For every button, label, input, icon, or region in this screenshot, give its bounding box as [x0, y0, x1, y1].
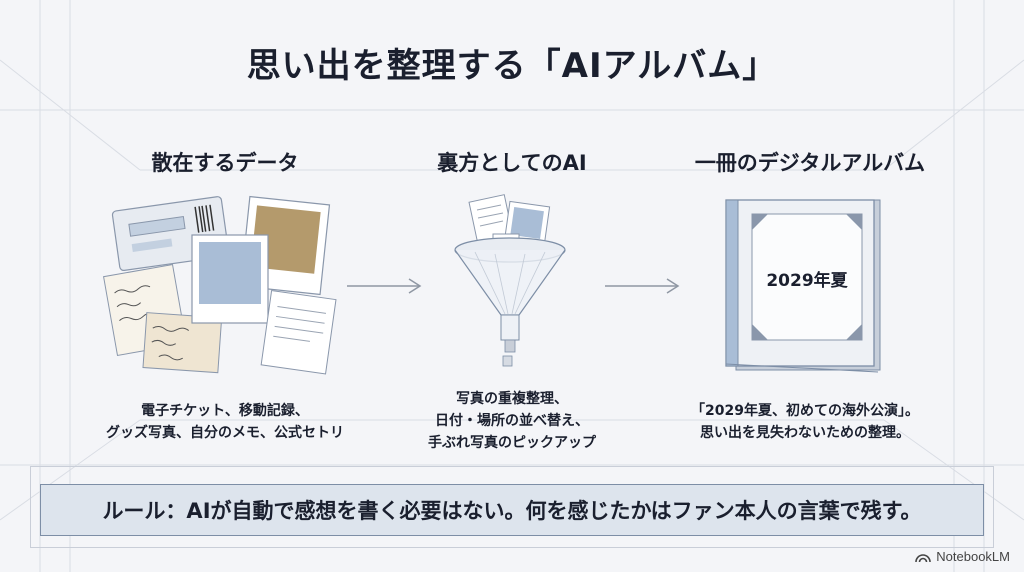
brand-label: NotebookLM — [936, 549, 1010, 564]
rule-banner: ルール：AIが自動で感想を書く必要はない。何を感じたかはファン本人の言葉で残す。 — [40, 484, 984, 536]
album-icon: 2029年夏 — [722, 196, 882, 376]
scattered-data-illustration — [103, 195, 337, 375]
arrow-right-icon — [347, 278, 422, 294]
ai-backstage-description: 写真の重複整理、 日付・場所の並べ替え、 手ぶれ写真のピックアップ — [362, 388, 662, 454]
funnel-icon — [454, 194, 566, 367]
photo-icon — [191, 234, 269, 324]
description-line: 日付・場所の並べ替え、 — [435, 413, 589, 429]
column-heading-digital-album: 一冊のデジタルアルバム — [694, 151, 926, 175]
rule-frame — [30, 466, 994, 548]
description-line: 思い出を見失わないための整理。 — [700, 425, 910, 441]
notebooklm-logo-icon — [915, 553, 932, 562]
album-label: 2029年夏 — [766, 271, 848, 291]
note-icon — [142, 312, 223, 374]
description-line: 「2029年夏、初めての海外公演」。 — [691, 403, 919, 419]
description-line: グッズ写真、自分のメモ、公式セトリ — [106, 425, 344, 441]
description-line: 電子チケット、移動記録、 — [141, 403, 309, 419]
column-heading-scattered-data: 散在するデータ — [151, 151, 299, 175]
description-line: 写真の重複整理、 — [456, 391, 568, 407]
description-line: 手ぶれ写真のピックアップ — [428, 435, 596, 451]
digital-album-description: 「2029年夏、初めての海外公演」。 思い出を見失わないための整理。 — [655, 400, 955, 444]
brand: NotebookLM — [915, 549, 1010, 564]
arrow-right-icon — [605, 278, 680, 294]
column-heading-ai-backstage: 裏方としてのAI — [437, 151, 587, 175]
note-icon — [260, 290, 337, 375]
page-title: 思い出を整理する「AIアルバム」 — [246, 46, 778, 86]
scattered-data-description: 電子チケット、移動記録、 グッズ写真、自分のメモ、公式セトリ — [75, 400, 375, 444]
